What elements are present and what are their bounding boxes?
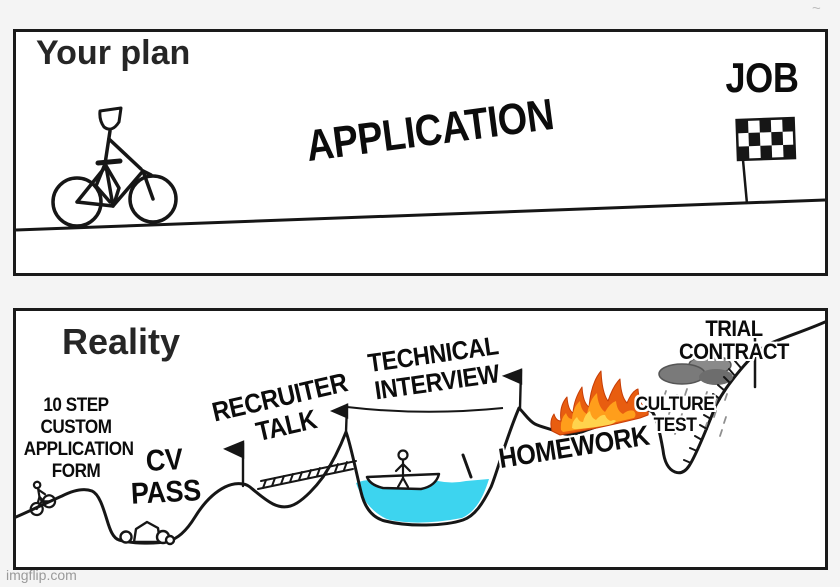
checkered-flag-icon [735, 116, 797, 205]
oar-icon [461, 453, 473, 479]
stick-figure-icon [394, 449, 412, 489]
obstacle-cv-pass-label: CV PASS [130, 443, 202, 511]
rope-line [346, 406, 504, 413]
water-pit [356, 479, 489, 523]
watermark: imgflip.com [6, 567, 77, 583]
ground-line [16, 198, 825, 232]
reality-panel-title: Reality [62, 321, 181, 362]
small-cyclist-icon [29, 480, 57, 517]
plan-goal-label: JOB [725, 54, 799, 101]
rocks-icon [119, 520, 176, 546]
pennant-flag-recruiter [223, 440, 245, 488]
obstacle-application-form-label: 10 STEP CUSTOM APPLICATION FORM [23, 395, 134, 483]
ladder-bridge-icon [257, 460, 357, 490]
rowboat-icon [365, 449, 473, 491]
obstacle-culture-test-label: CULTURE TEST [635, 394, 715, 436]
pennant-flag-interview-left [329, 403, 349, 434]
plan-panel: Your plan APPLICATION JOB [13, 29, 828, 276]
hatch-marks [683, 353, 748, 464]
trial-flagpole-icon [741, 328, 757, 389]
corner-mark: ~ [812, 0, 821, 17]
plan-illustration [16, 106, 825, 232]
rain-cloud-icon [658, 354, 733, 385]
obstacle-trial-contract-label: TRIAL CONTRACT [679, 316, 789, 365]
rain-drops [663, 388, 728, 437]
cyclist-icon [51, 106, 178, 228]
reality-illustration [16, 320, 825, 546]
pennant-flag-interview-right [501, 368, 523, 410]
reality-panel: Reality 10 STEP CUSTOM APPLICATION FORM … [13, 308, 828, 570]
plan-panel-title: Your plan [36, 34, 191, 72]
fire-icon [550, 370, 649, 436]
